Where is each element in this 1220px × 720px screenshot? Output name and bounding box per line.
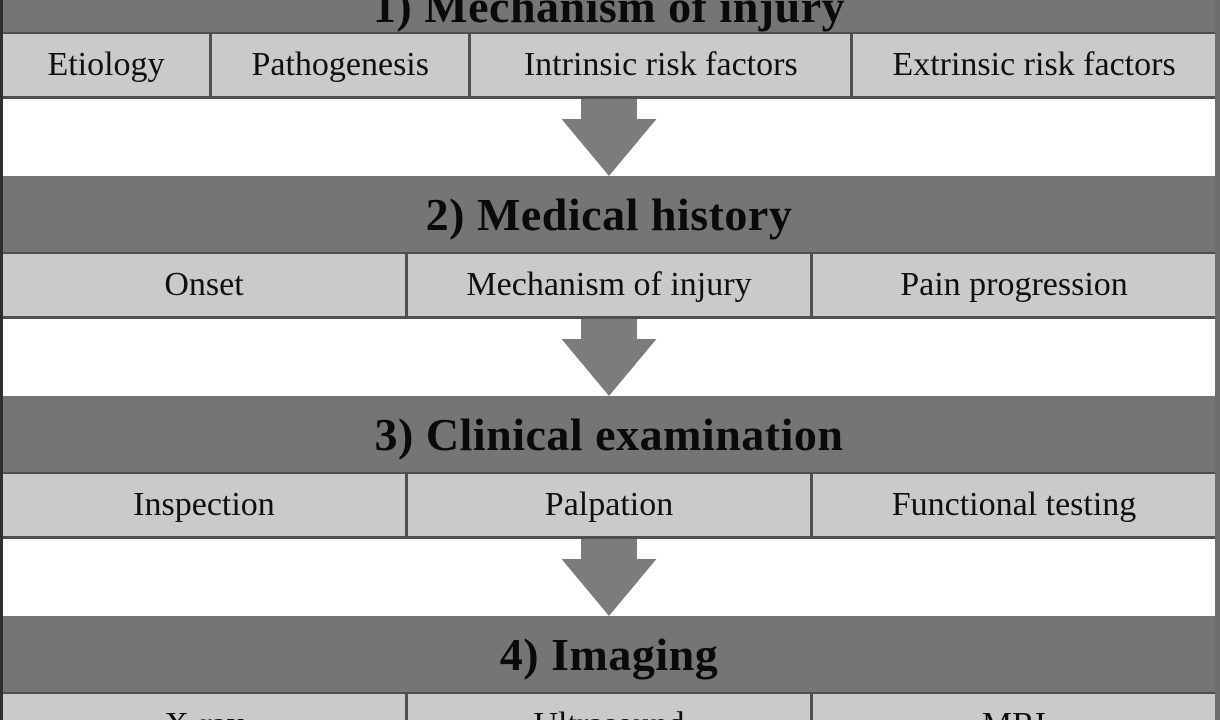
stage-2-cell-onset: Onset (164, 266, 244, 303)
stage-3-items-row: Inspection Palpation Functional testing (3, 472, 1215, 539)
stage-1-cell-extrinsic-risk-factors: Extrinsic risk factors (850, 34, 1215, 96)
stage-2-items-row: Onset Mechanism of injury Pain progressi… (3, 252, 1215, 319)
stage-3-title: 3) Clinical examination (374, 408, 844, 460)
down-arrow-icon (561, 539, 657, 616)
stage-2-cell-mechanism-of-injury: Mechanism of injury (405, 254, 810, 316)
down-arrow-icon (561, 319, 657, 396)
stage-4-band: 4) Imaging (3, 616, 1215, 692)
stage-2-cell-pain-progression: Pain progression (810, 254, 1215, 316)
stage-3-band: 3) Clinical examination (3, 396, 1215, 472)
stage-3-cell-palpation: Palpation (405, 474, 810, 536)
stage-1-title: 1) Mechanism of injury (372, 0, 846, 32)
flowchart-stack: 1) Mechanism of injury Etiology Pathogen… (3, 0, 1215, 720)
stage-2-title: 2) Medical history (425, 188, 793, 240)
stage-1-cell-pathogenesis: Pathogenesis (209, 34, 468, 96)
connector-gap-2 (3, 319, 1215, 396)
down-arrow-icon (561, 99, 657, 176)
connector-gap-1 (3, 99, 1215, 176)
stage-4-cell-ultrasound: Ultrasound (405, 694, 810, 720)
stage-4-cell-xray: X-ray (3, 694, 405, 720)
stage-4-cell-mri: MRI (810, 694, 1215, 720)
stage-2-band: 2) Medical history (3, 176, 1215, 252)
stage-3-cell-inspection: Inspection (133, 486, 275, 523)
stage-1-band: 1) Mechanism of injury (3, 0, 1215, 32)
stage-4-items-row: X-ray Ultrasound MRI (3, 692, 1215, 720)
stage-1-cell-etiology: Etiology (47, 46, 165, 83)
stage-4-title: 4) Imaging (499, 628, 719, 680)
stage-3-cell-functional-testing: Functional testing (810, 474, 1215, 536)
stage-1-items-row: Etiology Pathogenesis Intrinsic risk fac… (3, 32, 1215, 99)
stage-1-cell-intrinsic-risk-factors: Intrinsic risk factors (468, 34, 850, 96)
connector-gap-3 (3, 539, 1215, 616)
